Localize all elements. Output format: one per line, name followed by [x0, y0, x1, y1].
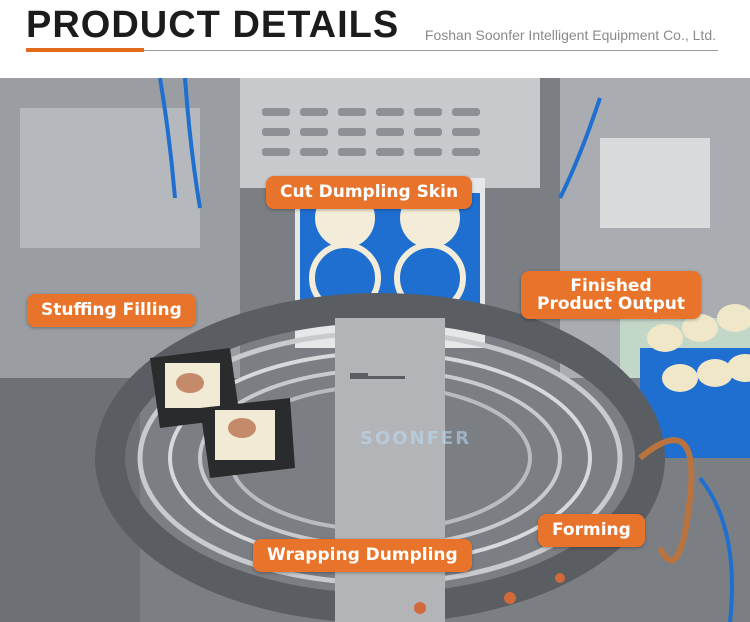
page-title: PRODUCT DETAILS: [26, 4, 400, 46]
title-underline: [144, 50, 718, 51]
label-finished-line2: Product Output: [537, 294, 685, 314]
watermark-logo: SOONFER: [360, 428, 472, 449]
label-forming: Forming: [538, 514, 645, 547]
title-underline-accent: [26, 48, 144, 52]
label-cut-dumpling-skin: Cut Dumpling Skin: [266, 176, 473, 209]
machine-illustration: [0, 78, 750, 622]
label-finished-line1: Finished: [570, 276, 652, 296]
label-finished-product-output: Finished Product Output: [521, 271, 701, 319]
label-wrapping-dumpling: Wrapping Dumpling: [253, 539, 472, 572]
label-stuffing-filling: Stuffing Filling: [27, 294, 196, 327]
company-name: Foshan Soonfer Intelligent Equipment Co.…: [424, 27, 716, 43]
header: PRODUCT DETAILS Foshan Soonfer Intellige…: [0, 0, 750, 68]
product-photo: SOONFER Cut Dumpling Skin Stuffing Filli…: [0, 78, 750, 622]
